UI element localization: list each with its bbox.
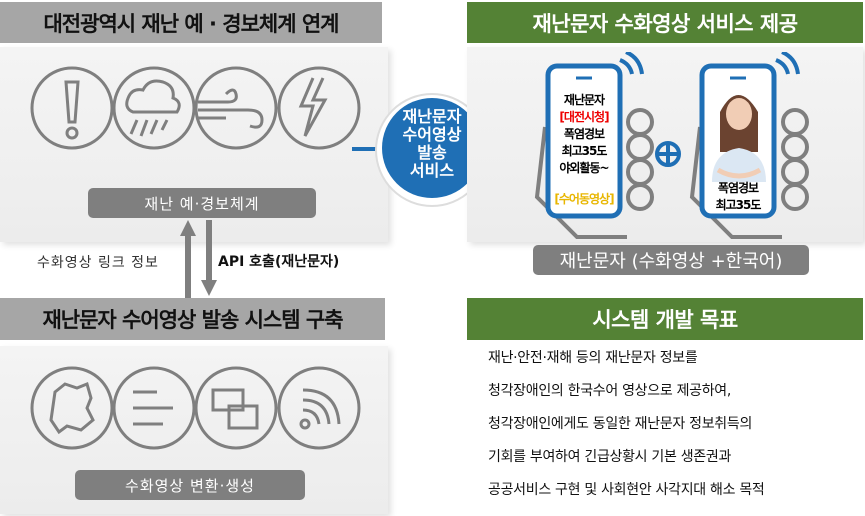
result-caption: 재난문자 (수화영상 +한국어) (533, 245, 809, 275)
right-top-header: 재난문자 수화영상 서비스 제공 (467, 2, 863, 43)
goal-line: 공공서비스 구현 및 사회현안 사각지대 해소 목적 (488, 482, 765, 498)
video-conversion-text: 수화영상 변환·생성 (125, 476, 255, 495)
left-bottom-title: 재난문자 수어영상 발송 시스템 구축 (42, 308, 343, 332)
goal-title: 시스템 개발 목표 (592, 308, 738, 332)
plus-icon (655, 141, 681, 167)
right-top-title: 재난문자 수화영상 서비스 제공 (532, 11, 798, 36)
send-service-badge: 재난문자 수어영상 발송 서비스 (382, 108, 482, 180)
badge-line: 수어영상 (402, 125, 462, 144)
goal-line: 기회를 부여하여 긴급상황시 기본 생존권과 (488, 449, 732, 465)
left-top-header: 대전광역시 재난 예 · 경보체계 연계 (0, 2, 382, 43)
left-bottom-header: 재난문자 수어영상 발송 시스템 구축 (0, 298, 385, 340)
msg-line: 폭염경보 (563, 127, 605, 141)
msg-line: 야외활동~ (559, 161, 609, 175)
goal-line: 재난·안전·재해 등의 재난문자 정보를 (488, 350, 698, 366)
map-icon (30, 366, 114, 450)
text-lines-icon (112, 366, 196, 450)
goal-line: 청각장애인의 한국수어 영상으로 제공하여, (488, 383, 732, 399)
phones-illustration (534, 52, 809, 239)
disaster-alert-label: 재난 예·경보체계 (88, 188, 316, 218)
badge-line: 서비스 (409, 161, 455, 180)
badge-line: 발송 (417, 143, 447, 162)
avatar-signer (712, 95, 766, 182)
warning-icon (30, 66, 114, 150)
phone2-caption: 폭염경보 최고35도 (705, 180, 771, 214)
lightning-icon (277, 66, 361, 150)
goal-description: 재난·안전·재해 등의 재난문자 정보를 청각장애인의 한국수어 영상으로 제공… (488, 342, 765, 507)
msg-sender: [대전시청] (559, 110, 609, 124)
caption-line: 폭염경보 (717, 181, 759, 195)
system-icons (30, 366, 361, 450)
goal-line: 청각장애인에게도 동일한 재난문자 정보취득의 (488, 416, 753, 432)
result-caption-text: 재난문자 (수화영상 +한국어) (559, 251, 783, 272)
sign-video-link[interactable]: [수어동영상] (554, 192, 614, 206)
disaster-icons (30, 66, 361, 150)
left-top-title: 대전광역시 재난 예 · 경보체계 연계 (43, 11, 339, 36)
msg-line: 재난문자 (563, 93, 605, 107)
bidirectional-arrows (180, 220, 217, 300)
link-info-label: 수화영상 링크 정보 (37, 255, 159, 271)
phone1-message: 재난문자 [대전시청] 폭염경보 최고35도 야외활동~ [수어동영상] (551, 92, 617, 208)
rain-icon (112, 66, 196, 150)
windows-icon (194, 366, 278, 450)
api-call-label: API 호출(재난문자) (218, 254, 340, 270)
video-conversion-label: 수화영상 변환·생성 (75, 470, 305, 500)
right-bottom-header: 시스템 개발 목표 (467, 298, 863, 340)
signal-icon (277, 366, 361, 450)
msg-line: 최고35도 (561, 144, 608, 158)
wind-icon (194, 66, 278, 150)
caption-line: 최고35도 (715, 198, 762, 212)
disaster-alert-text: 재난 예·경보체계 (144, 194, 260, 213)
badge-line: 재난문자 (402, 107, 462, 126)
